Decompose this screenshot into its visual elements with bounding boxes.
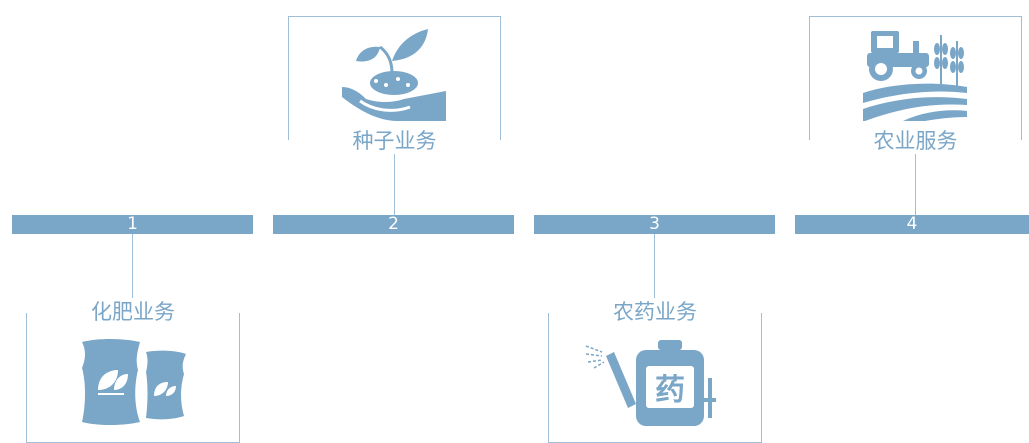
timeline-step-2: 2 — [273, 215, 514, 234]
card-label: 化肥业务 — [83, 299, 183, 325]
sprayer-icon: 药 — [585, 340, 716, 426]
card-label: 农业服务 — [865, 128, 966, 154]
sprayer-label-text: 药 — [655, 373, 685, 408]
pesticide-business-card: 农药业务 — [548, 299, 762, 443]
tractor-field-icon — [863, 31, 967, 121]
connector-line — [654, 234, 655, 298]
card-label: 种子业务 — [344, 128, 445, 154]
step-number: 3 — [649, 214, 660, 234]
fertilizer-bag-icon — [82, 339, 186, 425]
timeline-step-4: 4 — [795, 215, 1029, 234]
step-number: 4 — [906, 214, 918, 234]
step-number: 2 — [388, 214, 399, 234]
connector-line — [915, 152, 916, 215]
connector-line — [132, 234, 133, 298]
step-number: 1 — [127, 214, 138, 234]
timeline-step-3: 3 — [534, 215, 775, 234]
card-label: 农药业务 — [605, 299, 705, 325]
seedling-in-hand-icon — [342, 29, 446, 121]
connector-line — [394, 152, 395, 215]
timeline-step-1: 1 — [12, 215, 253, 234]
